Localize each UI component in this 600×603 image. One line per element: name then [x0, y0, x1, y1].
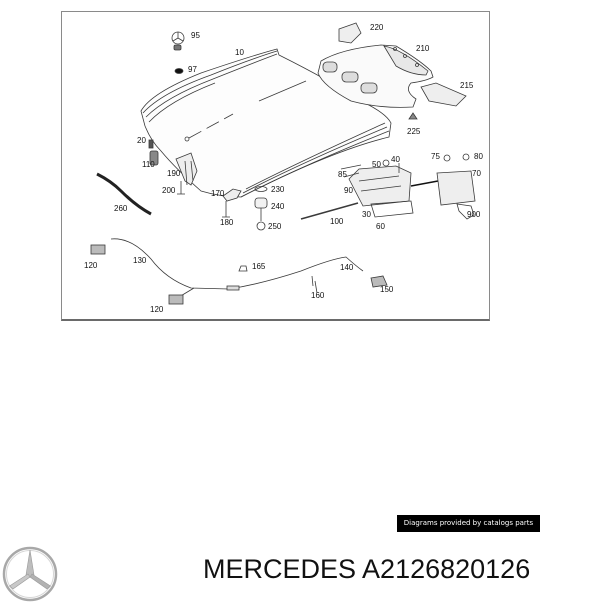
callout-100: 100: [330, 217, 344, 226]
callout-10: 10: [235, 48, 244, 57]
callout-85: 85: [338, 170, 347, 179]
hood-lock-assembly-icon: [340, 159, 414, 218]
callout-180: 180: [220, 218, 234, 227]
callout-215: 215: [460, 81, 474, 90]
callout-160: 160: [311, 291, 325, 300]
rubber-buffer-icon: [254, 186, 268, 231]
callout-70: 70: [472, 169, 481, 178]
callout-120-upper: 120: [84, 261, 98, 270]
hood-assembly-drawing: [90, 22, 476, 305]
callout-90: 90: [344, 186, 353, 195]
release-cable-assembly-icon: [90, 238, 388, 305]
callout-190: 190: [167, 169, 181, 178]
callout-260: 260: [114, 204, 128, 213]
callout-40: 40: [391, 155, 400, 164]
callout-210: 210: [416, 44, 430, 53]
callout-140: 140: [340, 263, 354, 272]
hinge-left-parts-icon: [148, 139, 198, 195]
pad-215-icon: [420, 82, 467, 107]
clip-225-icon: [408, 112, 418, 120]
callout-250: 250: [268, 222, 282, 231]
callout-220: 220: [370, 23, 384, 32]
callout-20: 20: [137, 136, 146, 145]
callout-230: 230: [271, 185, 285, 194]
callout-110: 110: [142, 160, 155, 169]
parts-diagram-frame: 95 10 97 220 210 215 225 20 110 190 200 …: [61, 11, 490, 321]
brand-name: MERCEDES: [203, 554, 357, 584]
callout-200: 200: [162, 186, 176, 195]
part-number: A2126820126: [362, 554, 531, 584]
callout-130: 130: [133, 256, 147, 265]
callout-150: 150: [380, 285, 394, 294]
rod-100-icon: [300, 202, 359, 220]
hood-star-emblem-icon: [171, 31, 185, 74]
callout-30: 30: [362, 210, 371, 219]
callout-75: 75: [431, 152, 440, 161]
product-title: MERCEDES A2126820126: [203, 556, 530, 583]
cable-lock-to-70-icon: [410, 180, 439, 187]
lock-module-70-icon: [436, 153, 476, 220]
lock-bracket-170-icon: [222, 188, 242, 218]
callout-225: 225: [407, 127, 421, 136]
callout-50: 50: [372, 160, 381, 169]
callout-120-lower: 120: [150, 305, 164, 314]
callout-80: 80: [474, 152, 483, 161]
callout-95: 95: [191, 31, 200, 40]
seal-strip-260-icon: [96, 172, 152, 216]
hood-insulation-mat-icon: [317, 44, 434, 108]
callout-97: 97: [188, 65, 197, 74]
mercedes-star-icon: [2, 546, 58, 602]
callout-240: 240: [271, 202, 285, 211]
callout-170: 170: [211, 189, 225, 198]
callout-165: 165: [252, 262, 266, 271]
callout-900: 900: [467, 210, 481, 219]
pad-220-icon: [338, 22, 362, 44]
diagram-credit-banner: Diagrams provided by catalogs parts: [397, 515, 540, 532]
callout-60: 60: [376, 222, 385, 231]
